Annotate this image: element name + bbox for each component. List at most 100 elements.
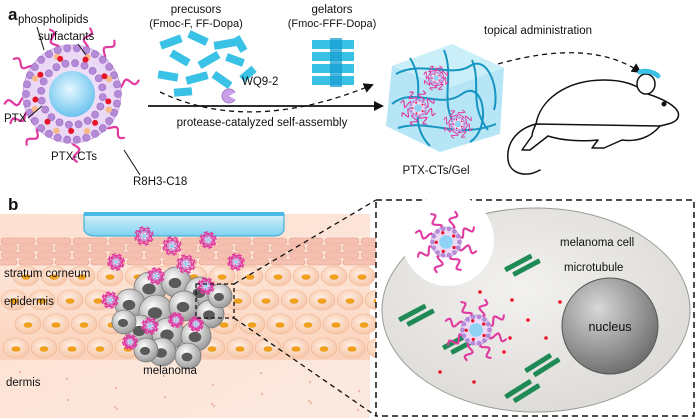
mini-core [439, 235, 453, 249]
enzyme-label: WQ9-2 [242, 76, 278, 88]
mini-head [145, 238, 148, 240]
ptx-molecule [544, 336, 548, 340]
mini-ptx [157, 273, 159, 275]
mini-head [482, 338, 487, 343]
mini-ptx [182, 263, 184, 265]
mini-head [236, 264, 238, 267]
mini-nanoparticle [227, 253, 245, 271]
mini-head [430, 239, 435, 245]
lipid-head [98, 55, 107, 64]
mini-ptx [209, 241, 211, 242]
peg-tail [187, 320, 194, 331]
corneocyte [306, 258, 342, 266]
mini-head [197, 320, 199, 323]
mini-head [187, 260, 190, 262]
peg-tail [199, 233, 206, 243]
cell-nucleus [39, 346, 49, 352]
mini-ptx [204, 288, 206, 289]
dermis-dot [259, 371, 263, 375]
mini-head [194, 320, 196, 322]
lipid-head [26, 71, 34, 80]
mini-head [207, 288, 209, 290]
mini-head [181, 265, 184, 267]
peg-tail [172, 312, 183, 319]
cell-nucleus [235, 346, 245, 352]
peg-tail [424, 107, 436, 117]
mini-head [196, 326, 198, 328]
microtubule-pair [504, 379, 541, 403]
peg-tail [101, 297, 108, 308]
lipid-head [63, 135, 72, 144]
corneocyte [54, 244, 90, 252]
mini-ptx [151, 323, 153, 325]
mini-head [423, 109, 427, 113]
surfactant-head [105, 106, 113, 113]
precursor-block [185, 71, 209, 85]
mini-ptx [207, 283, 209, 285]
mini-head [237, 258, 239, 260]
mini-head [430, 74, 433, 77]
mini-ptx [206, 237, 208, 238]
mini-ptx [154, 278, 156, 279]
dermis-dot [211, 383, 215, 387]
lipid-head [91, 50, 99, 59]
mini-head [116, 264, 118, 267]
melanoma-nucleus [168, 277, 182, 289]
peg-tail [457, 109, 466, 119]
cell-nucleus [247, 322, 257, 328]
dermis-dot [115, 407, 119, 411]
peg-tail [197, 279, 204, 289]
melanoma-nucleus [188, 331, 202, 343]
mini-ptx [184, 260, 186, 262]
peg-tail [238, 254, 245, 265]
precursor-block [197, 51, 221, 69]
mini-head [414, 114, 418, 117]
peg-tail [430, 213, 443, 232]
mini-head [430, 79, 433, 82]
mini-head [463, 122, 466, 126]
cell-label: melanoma cell [560, 237, 634, 249]
corneocyte [270, 258, 306, 266]
mini-head [193, 325, 195, 328]
dermis-dot [308, 380, 312, 384]
mini-ptx [142, 238, 144, 240]
mini-head [233, 264, 235, 266]
ptx-molecule [508, 336, 512, 340]
mini-head [168, 242, 171, 244]
lipid-head [55, 118, 64, 127]
peg-tail [450, 129, 459, 139]
gel-patch [83, 212, 285, 237]
mini-head [462, 125, 465, 128]
mini-nanoparticle [167, 311, 185, 329]
peg-tail [414, 229, 435, 240]
mini-head [455, 129, 458, 132]
cell-nucleus [207, 346, 217, 352]
mini-head [118, 259, 120, 262]
mini-nanoparticle [147, 267, 165, 285]
gelators-title: gelators [312, 4, 353, 16]
peg-tail [102, 291, 113, 298]
mini-head [126, 341, 128, 343]
mini-head [411, 100, 415, 104]
enzyme-icon [221, 88, 238, 104]
mini-head [128, 344, 130, 346]
cell-nucleus [291, 346, 301, 352]
mini-head [210, 240, 212, 243]
mini-ptx [471, 337, 475, 342]
peg-tail [201, 242, 211, 249]
lipid-head [23, 80, 31, 89]
peg-tail [418, 114, 428, 125]
lipid-head [23, 99, 31, 108]
mini-ptx [117, 259, 119, 261]
mini-head [476, 314, 482, 320]
peg-tail [203, 288, 214, 295]
cell-nucleus [217, 274, 227, 280]
dermis-dot [356, 408, 360, 412]
peg-tail [440, 69, 449, 80]
peg-tail [428, 82, 438, 91]
mini-head [409, 109, 413, 113]
cell-nucleus [245, 274, 255, 280]
mini-head [197, 325, 199, 328]
mini-head [431, 245, 437, 251]
mini-head [117, 258, 119, 260]
